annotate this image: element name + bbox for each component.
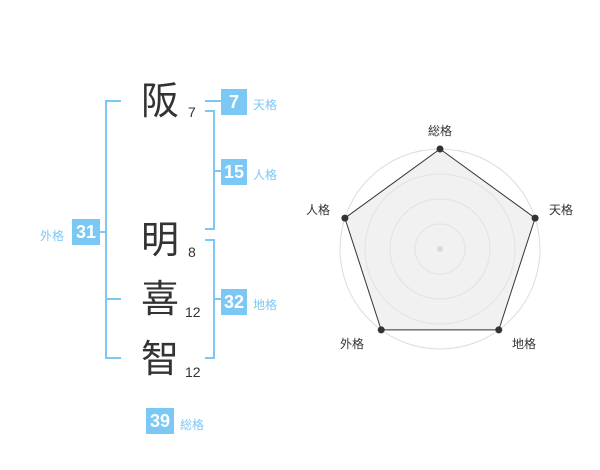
chikaku-value: 32 bbox=[221, 289, 247, 315]
radar-point-2 bbox=[531, 214, 539, 222]
jinkaku-value: 15 bbox=[221, 159, 247, 185]
radar-point-3 bbox=[495, 326, 503, 334]
radar-label-jinkaku: 人格 bbox=[306, 203, 331, 217]
jinkaku-label: 人格 bbox=[253, 168, 278, 182]
name-char-4: 智 bbox=[141, 337, 180, 381]
name-char-2: 明 bbox=[141, 218, 180, 262]
tenkaku-value: 7 bbox=[221, 89, 247, 115]
gaikaku-bracket bbox=[105, 100, 121, 359]
radar-label-tenkaku: 天格 bbox=[549, 203, 574, 217]
radar-point-1 bbox=[436, 145, 444, 153]
name-char-3: 喜 bbox=[141, 277, 180, 321]
name-char-3-strokes: 12 bbox=[185, 304, 201, 320]
radar-label-chikaku: 地格 bbox=[512, 337, 537, 351]
gaikaku-label: 外格 bbox=[40, 229, 65, 243]
name-char-1-strokes: 7 bbox=[188, 104, 196, 120]
radar-point-5 bbox=[341, 214, 349, 222]
soukaku-value: 39 bbox=[146, 408, 174, 434]
radar-label-soukaku: 総格 bbox=[428, 124, 453, 138]
soukaku-label: 総格 bbox=[180, 418, 205, 432]
tenkaku-label: 天格 bbox=[253, 98, 278, 112]
name-char-4-strokes: 12 bbox=[185, 364, 201, 380]
gaikaku-value: 31 bbox=[72, 219, 100, 245]
radar-label-gaikaku: 外格 bbox=[340, 337, 365, 351]
radar-point-4 bbox=[377, 326, 385, 334]
chikaku-label: 地格 bbox=[253, 298, 278, 312]
name-char-1: 阪 bbox=[141, 79, 180, 123]
radar-value-polygon bbox=[344, 148, 536, 331]
name-char-2-strokes: 8 bbox=[188, 244, 196, 260]
